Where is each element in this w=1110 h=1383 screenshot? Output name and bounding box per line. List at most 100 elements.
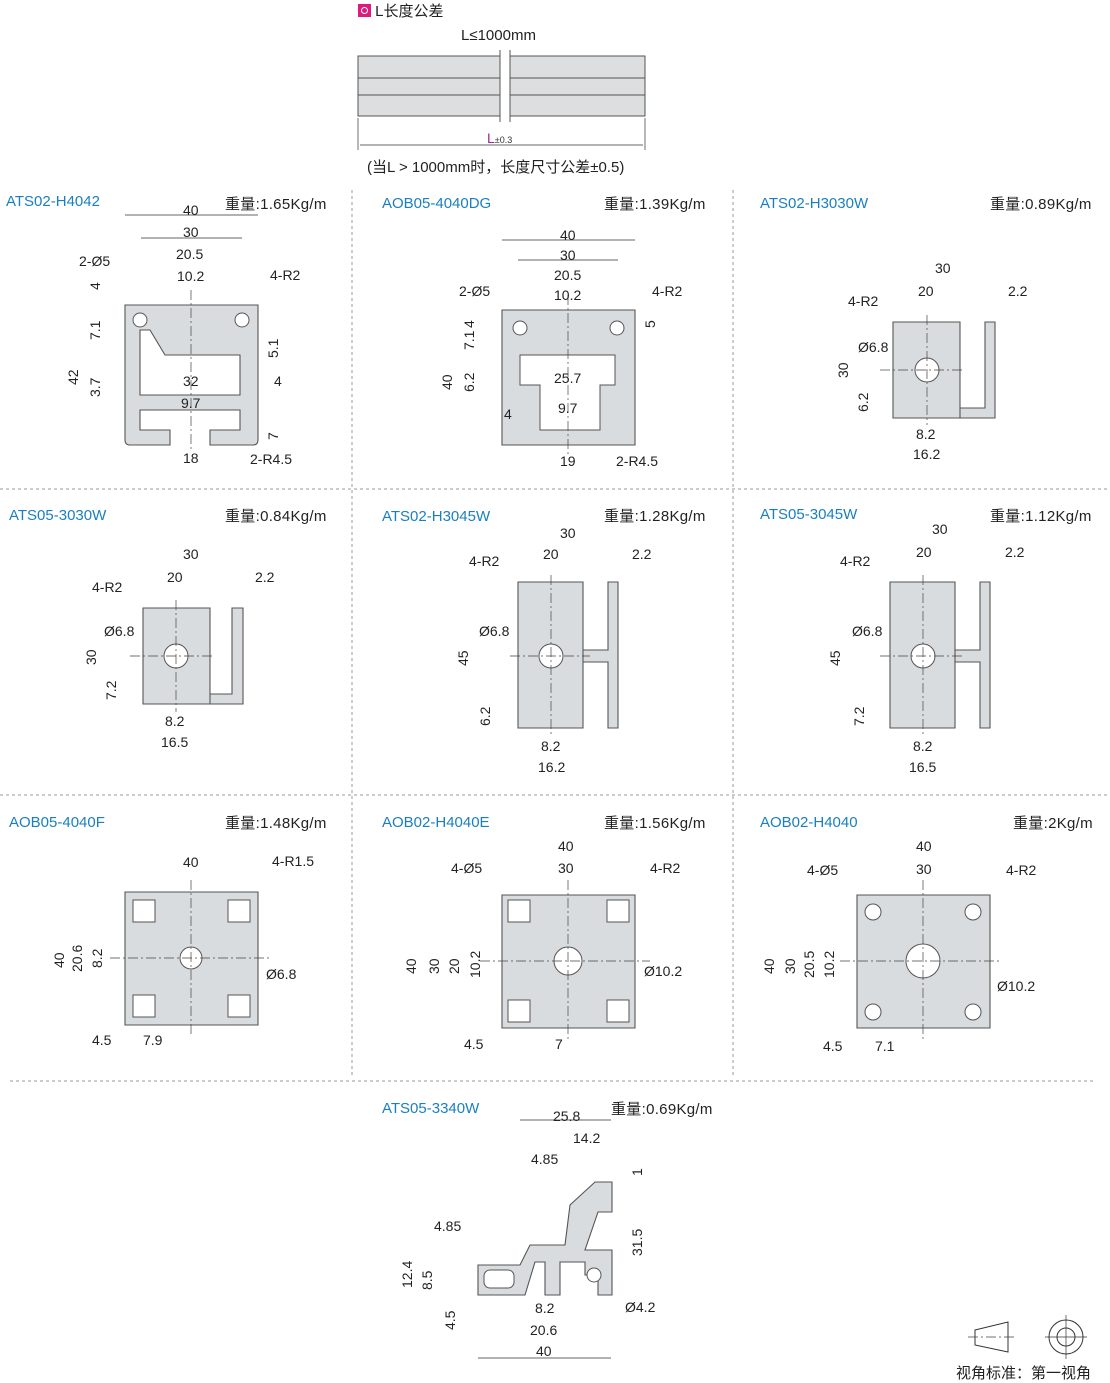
tolerance-sub: ±0.3 xyxy=(494,135,513,145)
dimension-label: 19 xyxy=(560,453,576,469)
dimension-label: 20.5 xyxy=(801,950,817,978)
dimension-label: 30 xyxy=(916,861,932,877)
dimension-label: 16.5 xyxy=(161,734,189,750)
dimension-label: 8.2 xyxy=(89,948,105,968)
dimension-label: 16.2 xyxy=(538,759,566,775)
profile-drawing-aob05-4040dg xyxy=(501,239,636,455)
length-tolerance-drawing xyxy=(357,50,646,150)
dimension-label: 20.5 xyxy=(176,246,204,262)
dimension-label: 20 xyxy=(167,569,183,585)
dimension-label: 4.85 xyxy=(531,1151,559,1167)
dimension-label: 12.4 xyxy=(399,1260,415,1288)
dimension-label: 2-Ø5 xyxy=(79,253,111,269)
dimension-label: 20 xyxy=(543,546,559,562)
tolerance-label: L±0.3 xyxy=(487,130,512,146)
dimension-label: 8.2 xyxy=(165,713,185,729)
dimension-label: 4.85 xyxy=(434,1218,462,1234)
dimension-label: Ø4.2 xyxy=(625,1299,656,1315)
profile-name: ATS05-3030W xyxy=(9,507,107,524)
profile-drawing-ats05-3340w xyxy=(477,1119,613,1359)
dimension-label: 32 xyxy=(183,373,199,389)
dimension-label: 7 xyxy=(265,432,281,440)
profile-weight: 重量:0.89Kg/m xyxy=(990,196,1092,213)
dimension-label: 1 xyxy=(629,1168,645,1176)
dimension-label: 8.2 xyxy=(913,738,933,754)
view-standard-label: 视角标准：第一视角 xyxy=(956,1365,1092,1382)
profile-drawing-ats02-h4042 xyxy=(124,214,259,450)
dimension-label: 2.2 xyxy=(632,546,652,562)
dimension-label: 7.1 xyxy=(87,320,103,340)
profile-name: ATS05-3045W xyxy=(760,506,858,523)
dimension-label: 42 xyxy=(65,369,81,385)
profile-drawing-ats02-h3045w xyxy=(510,575,619,735)
dimension-label: 40 xyxy=(183,202,199,218)
dimension-label: 4-R2 xyxy=(270,267,301,283)
profile-weight: 重量:1.39Kg/m xyxy=(604,196,706,213)
dimension-label: 4-R2 xyxy=(92,579,123,595)
dimension-label: 4.5 xyxy=(92,1032,112,1048)
dimension-label: 2.2 xyxy=(1005,544,1025,560)
dimension-label: 40 xyxy=(536,1343,552,1359)
dimension-label: 10.2 xyxy=(467,950,483,978)
dimension-label: 20.5 xyxy=(554,267,582,283)
tolerance-main: L xyxy=(487,130,495,146)
dimension-label: 4-R2 xyxy=(840,553,871,569)
dimension-label: 2-R4.5 xyxy=(250,451,293,467)
dimension-label: 5 xyxy=(642,320,658,328)
dimension-label: 4-R2 xyxy=(848,293,879,309)
profile-weight: 重量:1.56Kg/m xyxy=(604,815,706,832)
dimension-label: 10.2 xyxy=(177,268,205,284)
dimension-label: 30 xyxy=(558,860,574,876)
dimension-label: 6.2 xyxy=(461,372,477,392)
dimension-label: 45 xyxy=(827,650,843,666)
dimension-label: 4-R1.5 xyxy=(272,853,315,869)
dimension-label: 7 xyxy=(555,1036,563,1052)
profile-name: ATS02-H3045W xyxy=(382,508,491,525)
dimension-label: 4-R2 xyxy=(469,553,500,569)
profile-weight: 重量:1.48Kg/m xyxy=(225,815,327,832)
profile-name: AOB05-4040F xyxy=(9,814,105,831)
dimension-label: 4-R2 xyxy=(652,283,683,299)
dimension-label: 4.5 xyxy=(823,1038,843,1054)
dimension-label: 30 xyxy=(935,260,951,276)
dimension-label: 4-Ø5 xyxy=(807,862,839,878)
dimension-label: Ø10.2 xyxy=(644,963,683,979)
dimension-label: 20 xyxy=(446,958,462,974)
dimension-label: 9.7 xyxy=(181,395,201,411)
dimension-label: Ø6.8 xyxy=(858,339,889,355)
dimension-label: 40 xyxy=(183,854,199,870)
dimension-label: 4 xyxy=(461,320,477,328)
dimension-label: 2-R4.5 xyxy=(616,453,659,469)
dimension-label: 4-R2 xyxy=(1006,862,1037,878)
dimension-label: 20.6 xyxy=(69,944,85,972)
dimension-label: 40 xyxy=(439,374,455,390)
section-heading: L长度公差 xyxy=(358,0,444,21)
dimension-label: 7.2 xyxy=(851,706,867,726)
dimension-label: 9.7 xyxy=(558,400,578,416)
dimension-label: 16.2 xyxy=(913,446,941,462)
dimension-label: 30 xyxy=(782,958,798,974)
dimension-label: 4-R2 xyxy=(650,860,681,876)
profile-weight: 重量:2Kg/m xyxy=(1013,815,1093,832)
profile-drawing-ats02-h3030w xyxy=(880,315,996,425)
dimension-label: Ø6.8 xyxy=(852,623,883,639)
dimension-label: 30 xyxy=(183,546,199,562)
dimension-label: 30 xyxy=(183,224,199,240)
dimension-label: 7.2 xyxy=(103,680,119,700)
dimension-label: 10.2 xyxy=(554,287,582,303)
profile-drawing-aob05-4040f xyxy=(110,880,270,1035)
dimension-label: 2-Ø5 xyxy=(459,283,491,299)
dimension-label: 16.5 xyxy=(909,759,937,775)
dimension-label: 5.1 xyxy=(265,338,281,358)
profile-drawing-ats05-3045w xyxy=(880,575,991,735)
length-label: L≤1000mm xyxy=(461,27,536,44)
dimension-label: 40 xyxy=(51,952,67,968)
profile-name: AOB02-H4040 xyxy=(760,814,858,831)
dimension-label: 40 xyxy=(560,227,576,243)
profile-weight: 重量:1.12Kg/m xyxy=(990,508,1092,525)
dimension-label: 8.5 xyxy=(419,1270,435,1290)
dimension-label: 2.2 xyxy=(1008,283,1028,299)
profile-name: ATS05-3340W xyxy=(382,1100,480,1117)
